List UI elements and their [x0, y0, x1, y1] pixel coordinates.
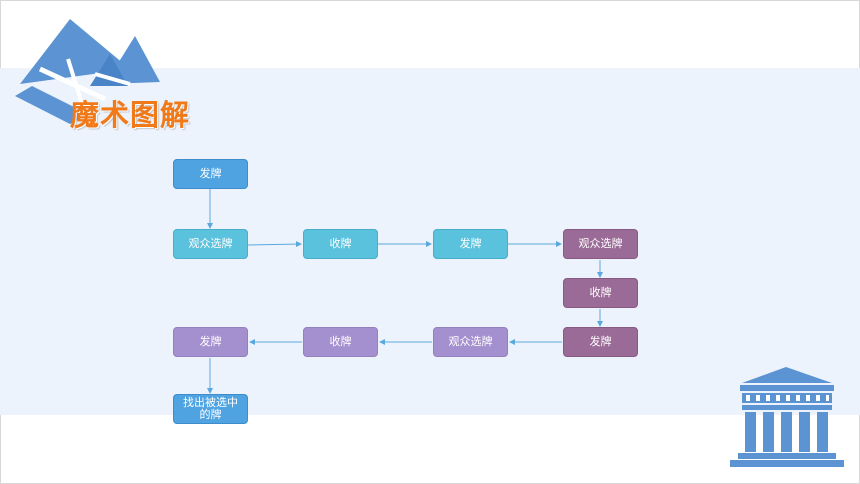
node-collect-1: 收牌	[303, 229, 378, 259]
page-title: 魔术图解	[70, 98, 191, 132]
node-deal-3: 发牌	[563, 327, 638, 357]
node-audience-pick-2: 观众选牌	[563, 229, 638, 259]
pyramid-logo-icon	[15, 19, 160, 124]
node-deal-1: 发牌	[173, 159, 248, 189]
node-find-selected-card: 找出被选中的牌	[173, 394, 248, 424]
node-deal-2: 发牌	[433, 229, 508, 259]
node-audience-pick-1: 观众选牌	[173, 229, 248, 259]
temple-icon	[730, 367, 844, 467]
node-collect-3: 收牌	[303, 327, 378, 357]
arrow-2	[247, 241, 302, 248]
node-audience-pick-3: 观众选牌	[433, 327, 508, 357]
node-collect-2: 收牌	[563, 278, 638, 308]
node-deal-4: 发牌	[173, 327, 248, 357]
